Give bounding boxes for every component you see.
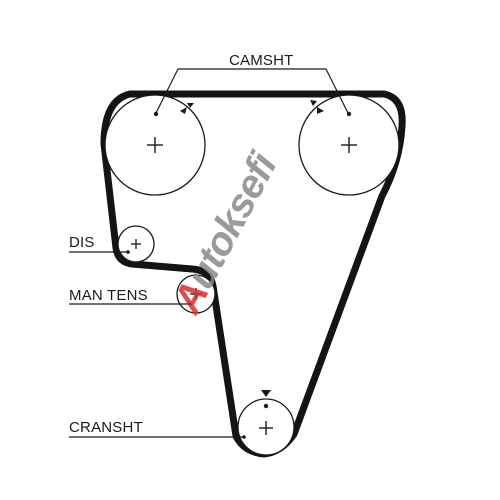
manual-tensioner-callout: MAN TENS <box>69 287 192 306</box>
crankshaft-pulley <box>237 390 295 456</box>
crankshaft-timing-dot <box>263 403 269 409</box>
distributor-label: DIS <box>69 234 95 251</box>
left-camshaft-pulley <box>104 94 206 196</box>
crankshaft-label: CRANSHT <box>69 419 143 436</box>
distributor-pulley <box>117 225 155 263</box>
left-camshaft-timing-dot <box>153 111 159 117</box>
distributor-callout: DIS <box>69 234 130 254</box>
crankshaft-callout: CRANSHT <box>69 419 246 439</box>
right-camshaft-timing-mark <box>317 107 324 114</box>
timing-belt <box>100 90 406 458</box>
manual-tensioner-label: MAN TENS <box>69 287 148 304</box>
right-camshaft-pulley <box>298 94 400 196</box>
camshaft-label: CAMSHT <box>229 52 294 69</box>
left-camshaft-timing-mark <box>180 107 187 114</box>
camshaft-callout: CAMSHT <box>155 52 349 114</box>
crankshaft-timing-mark <box>261 390 271 397</box>
